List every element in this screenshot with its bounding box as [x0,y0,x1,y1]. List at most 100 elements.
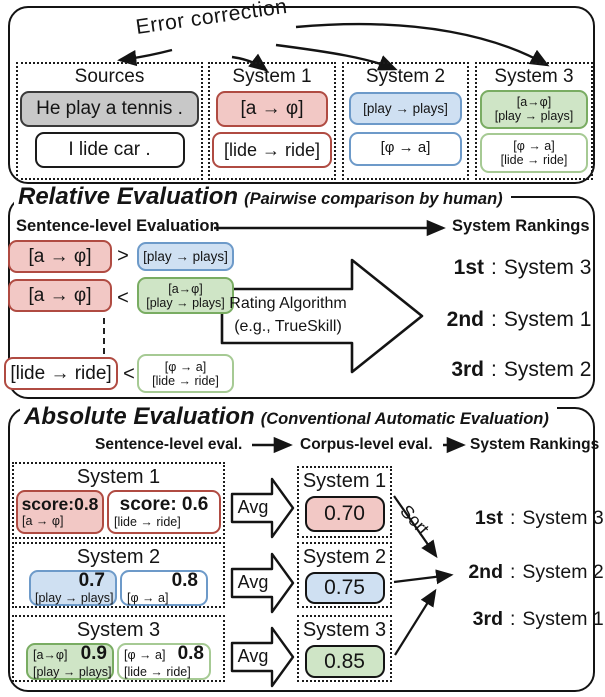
system-1-sentence-box: System 1 score:0.8 [a → φ] score: 0.6 [l… [12,462,225,539]
sentence-level-evaluation-label: Sentence-level Evaluation [16,217,220,235]
avg-label-1: Avg [237,497,269,517]
score-edit: [lide → ride] [124,664,191,679]
rank-system: System 2 [522,561,604,583]
comparison-3-right-line-2: [lide → ride] [152,373,219,388]
system-1-corpus-box: System 1 0.70 [297,466,392,538]
score-value: score: 0.6 [119,493,209,515]
sentence-level-eval-label: Sentence-level eval. [95,436,243,453]
comparison-3-right-line-1: [φ → a] [164,359,207,374]
comparison-3-operator: < [123,363,135,385]
rank-label: 3rd [451,358,484,381]
system-1-corpus-score: 0.70 [304,496,385,532]
rank-system: System 1 [503,308,592,331]
rank-separator: : [510,608,516,630]
comparison-2-left: [a → φ] [8,279,112,312]
score-value: score:0.8 [21,494,99,515]
relative-evaluation-subtitle: (Pairwise comparison by human) [244,190,503,208]
system-2-corpus-score: 0.75 [304,572,385,604]
comparison-1-left: [a → φ] [8,240,112,273]
rank-separator: : [491,256,497,279]
system-3-edit-2-line-1: [φ → a] [513,138,555,153]
error-correction-panel [8,6,595,184]
absolute-evaluation-title: Absolute Evaluation [24,403,255,430]
corpus-level-eval-label: Corpus-level eval. [300,436,433,453]
rank-system: System 3 [522,507,604,529]
absolute-evaluation-subtitle: (Conventional Automatic Evaluation) [260,410,549,428]
score-edit: [play → plays] [35,591,114,606]
system-3-edit-1-line-1: [a→φ] [516,95,552,110]
system-2-score-2: 0.8 [φ → a] [120,570,208,606]
system-2-sentence-title: System 2 [76,546,161,568]
system-3-column: System 3 [a→φ] [play → plays] [φ → a] [l… [475,62,593,180]
source-sentence-2: I lide car . [34,131,185,168]
comparison-1-right: [play → plays] [137,242,234,271]
system-2-edit-1: [play → plays] [349,91,462,125]
relative-evaluation-title: Relative Evaluation [18,183,239,210]
rank-label: 3rd [472,608,503,630]
relative-ranking-2: 2nd: System 1 [436,308,592,332]
system-3-corpus-box: System 3 0.85 [297,615,392,682]
system-3-edit-1: [a→φ] [play → plays] [480,89,588,129]
rating-algorithm-line-1: Rating Algorithm [229,295,347,312]
system-3-title: System 3 [494,66,574,87]
system-2-corpus-box: System 2 0.75 [297,542,392,608]
rank-separator: : [491,358,497,381]
rank-system: System 2 [503,358,592,381]
score-value: 0.8 [177,643,204,665]
system-3-sentence-title: System 3 [76,619,161,641]
rank-separator: : [491,308,497,331]
system-2-corpus-title: System 2 [302,546,387,568]
system-1-score-1: score:0.8 [a → φ] [16,490,104,534]
sources-column: Sources He play a tennis . I lide car . [16,62,203,180]
system-3-corpus-title: System 3 [302,619,387,641]
absolute-evaluation-heading: Absolute Evaluation (Conventional Automat… [20,403,557,430]
system-3-edit-2: [φ → a] [lide → ride] [480,132,588,173]
comparison-3-right: [φ → a] [lide → ride] [137,354,234,393]
system-1-corpus-title: System 1 [302,470,387,492]
comparison-2-right-line-1: [a→φ] [168,281,203,296]
source-sentence-1: He play a tennis . [20,90,199,127]
rank-label: 2nd [468,561,503,583]
system-rankings-label-relative: System Rankings [452,217,590,235]
comparison-2-right-line-2: [play → plays] [146,295,225,310]
system-1-sentence-title: System 1 [76,466,161,488]
rating-algorithm-text: Rating Algorithm (e.g., TrueSkill) [224,292,352,338]
system-3-score-1: [a→φ] 0.9 [play → plays] [26,643,114,680]
score-edit: [a → φ] [22,514,64,529]
score-edit: [lide → ride] [114,515,181,530]
system-2-column: System 2 [play → plays] [φ → a] [342,62,469,180]
absolute-ranking-3: 3rd: System 1 [459,608,604,631]
comparison-3-left: [lide → ride] [4,357,118,390]
comparison-2-right: [a→φ] [play → plays] [137,277,234,314]
system-3-edit-1-line-2: [play → plays] [494,109,574,124]
avg-label-3: Avg [237,646,269,666]
rating-algorithm-line-2: (e.g., TrueSkill) [234,318,342,336]
score-edit-pre: [a→φ] [33,648,68,663]
score-edit-pre: [φ → a] [124,648,166,663]
rank-label: 1st [453,256,484,279]
score-value: 0.8 [171,569,198,591]
system-3-corpus-score: 0.85 [304,645,385,678]
sources-title: Sources [74,66,145,87]
system-1-edit-1: [a → φ] [216,90,328,127]
system-3-sentence-box: System 3 [a→φ] 0.9 [play → plays] [φ → a… [12,615,225,682]
relative-ranking-3: 3rd: System 2 [436,358,591,382]
ellipsis-dashed-line [103,318,105,354]
system-1-edit-2: [lide → ride] [212,131,332,168]
system-1-title: System 1 [232,66,312,87]
comparison-1-operator: > [117,245,129,267]
system-2-score-1: 0.7 [play → plays] [29,570,117,606]
system-1-column: System 1 [a → φ] [lide → ride] [208,62,336,180]
score-value: 0.7 [78,569,105,591]
rank-system: System 1 [522,608,604,630]
relative-evaluation-heading: Relative Evaluation (Pairwise comparison … [14,183,511,210]
avg-label-2: Avg [237,572,269,592]
system-3-edit-2-line-2: [lide → ride] [500,152,568,167]
absolute-ranking-2: 2nd:System 2 [459,561,604,584]
score-edit: [φ → a] [127,591,169,606]
rank-label: 2nd [446,308,484,331]
score-edit: [play → plays] [33,664,112,679]
system-1-score-2: score: 0.6 [lide → ride] [107,490,221,534]
system-2-sentence-box: System 2 0.7 [play → plays] 0.8 [φ → a] [12,542,225,608]
system-2-title: System 2 [365,66,446,87]
